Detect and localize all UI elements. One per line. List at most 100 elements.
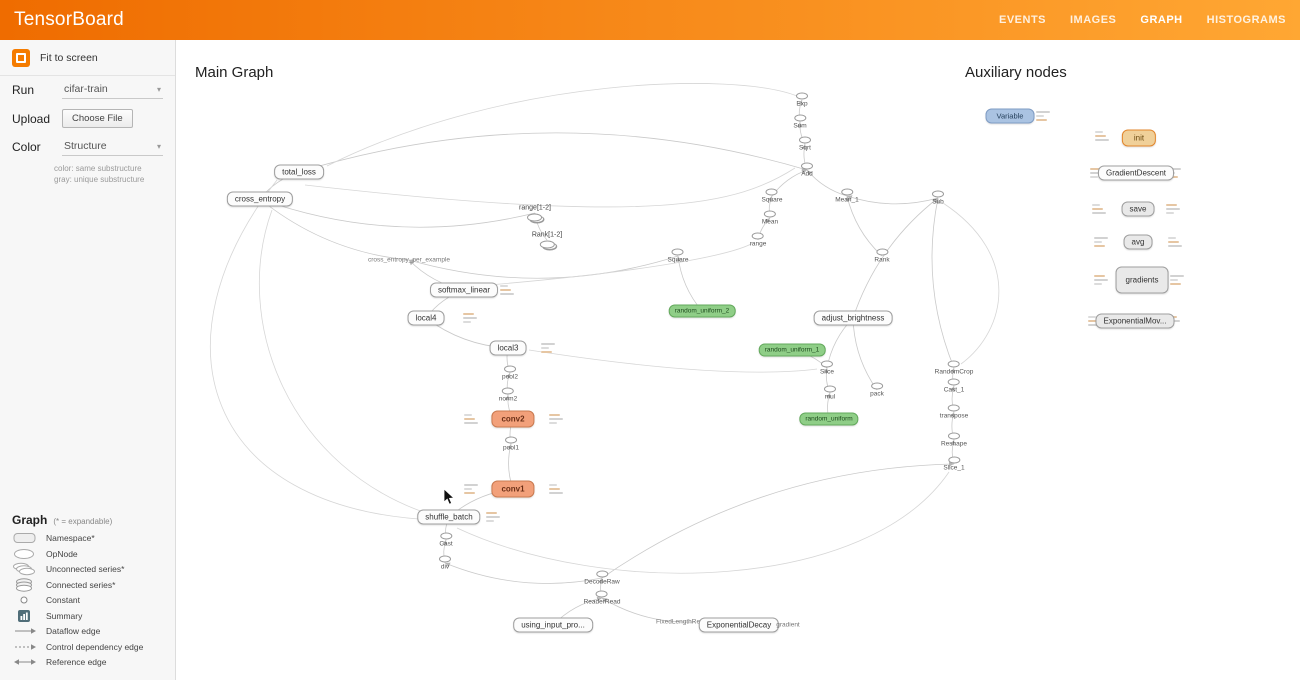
node-conv1[interactable]: conv1 — [491, 480, 535, 498]
node-sum[interactable]: Sum — [793, 114, 807, 130]
color-label: Color — [12, 140, 41, 154]
node-cast[interactable]: Cast — [439, 532, 453, 548]
nav-graph[interactable]: GRAPH — [1140, 14, 1183, 26]
annotation-cluster — [464, 484, 478, 494]
edge — [846, 195, 939, 205]
node-readerread[interactable]: ReaderRead — [584, 590, 620, 606]
node-graddesc[interactable]: GradientDescent — [1097, 165, 1175, 181]
edge — [259, 198, 410, 261]
node-shuffle_batch[interactable]: shuffle_batch — [417, 509, 481, 525]
node-norm2[interactable]: norm2 — [499, 387, 517, 403]
edge — [259, 198, 536, 228]
legend-label: Connected series* — [46, 579, 116, 590]
annotation-cluster — [1168, 237, 1182, 247]
annotation-cluster — [1036, 111, 1050, 121]
edge — [601, 461, 955, 579]
node-range[interactable]: range — [750, 232, 766, 248]
namespace-icon — [12, 532, 38, 544]
node-pool2[interactable]: pool2 — [502, 365, 518, 381]
node-local3[interactable]: local3 — [489, 340, 527, 356]
reference-edge-icon — [12, 656, 38, 668]
node-div[interactable]: div — [439, 555, 451, 571]
legend-subtitle: (* = expandable) — [53, 516, 113, 526]
node-init[interactable]: init — [1121, 129, 1157, 147]
edge — [528, 349, 818, 373]
node-expdecay[interactable]: ExponentialDecay — [698, 617, 780, 633]
upload-row: Upload Choose File — [0, 104, 175, 133]
node-mean[interactable]: Mean — [762, 210, 778, 226]
legend-label: Control dependency edge — [46, 641, 144, 652]
legend-label: Constant — [46, 595, 81, 606]
edge — [476, 242, 754, 287]
node-add[interactable]: Add — [801, 162, 813, 178]
edge — [408, 255, 679, 279]
annotation-cluster — [1095, 131, 1109, 141]
node-adjb[interactable]: adjust_brightness — [813, 310, 893, 326]
annotation-cluster — [1170, 275, 1184, 285]
node-total_loss[interactable]: total_loss — [274, 164, 324, 180]
node-softmax_linear[interactable]: softmax_linear — [429, 282, 499, 298]
annotation-cluster — [1094, 237, 1108, 247]
node-expmov[interactable]: ExponentialMov... — [1095, 313, 1175, 329]
legend-title: Graph — [12, 512, 48, 527]
node-pool1[interactable]: pool1 — [503, 436, 519, 452]
node-range12[interactable]: range[1-2] — [519, 205, 551, 222]
color-row: Color Structure ▾ — [0, 133, 175, 161]
legend-item-constant: Constant — [12, 593, 163, 609]
edge — [931, 197, 955, 369]
fit-to-screen-row: Fit to screen — [0, 40, 175, 76]
node-cast1[interactable]: Cast_1 — [944, 378, 964, 394]
node-reshape[interactable]: Reshape — [941, 432, 967, 448]
upload-label: Upload — [12, 111, 51, 126]
node-transpose[interactable]: transpose — [940, 404, 968, 420]
graph-nodes-layer: total_loss cross_entropy range[1-2] Rank[1-… — [177, 40, 1300, 680]
node-slice1[interactable]: Slice_1 — [943, 456, 965, 472]
node-sub[interactable]: Sub — [932, 190, 944, 206]
node-square1[interactable]: Square — [668, 248, 688, 264]
nav-images[interactable]: IMAGES — [1070, 14, 1117, 26]
node-square[interactable]: Square — [762, 188, 782, 204]
node-uip[interactable]: using_input_pro... — [513, 617, 593, 633]
annotation-cluster — [500, 285, 514, 295]
node-ru0[interactable]: random_uniform — [799, 412, 859, 426]
node-decoderaw[interactable]: DecodeRaw — [584, 570, 620, 586]
main-graph-title: Main Graph — [195, 64, 274, 81]
nav-events[interactable]: EVENTS — [998, 14, 1046, 26]
node-ru1[interactable]: random_uniform_1 — [758, 343, 826, 357]
node-variable[interactable]: Variable — [985, 108, 1035, 124]
node-rank[interactable]: Rank — [874, 248, 890, 264]
node-gradtext[interactable]: gradient — [776, 621, 800, 629]
node-slice[interactable]: Slice — [820, 360, 834, 376]
node-mean1[interactable]: Mean_1 — [835, 188, 859, 204]
node-conv2[interactable]: conv2 — [491, 410, 535, 428]
edge — [444, 562, 603, 584]
run-select[interactable]: cifar-train ▾ — [62, 81, 163, 99]
aux-nodes-title: Auxiliary nodes — [965, 64, 1067, 81]
node-exp[interactable]: Exp — [796, 92, 808, 108]
node-ru2[interactable]: random_uniform_2 — [668, 304, 736, 318]
node-rank12[interactable]: Rank[1-2] — [532, 232, 562, 249]
node-cross_entropy[interactable]: cross_entropy — [226, 191, 294, 207]
nav-histograms[interactable]: HISTOGRAMS — [1206, 14, 1286, 26]
color-select[interactable]: Structure ▾ — [62, 138, 163, 156]
node-cepe[interactable]: cross_entropy_per_example — [367, 256, 451, 264]
legend-item-series-connected: Connected series* — [12, 577, 163, 593]
node-gradients[interactable]: gradients — [1115, 266, 1169, 294]
node-mul[interactable]: mul — [824, 385, 836, 401]
fit-to-screen-button[interactable] — [12, 49, 30, 67]
annotation-cluster — [464, 414, 478, 424]
choose-file-button[interactable]: Choose File — [62, 109, 133, 128]
node-avg[interactable]: avg — [1123, 234, 1153, 250]
node-local4[interactable]: local4 — [407, 310, 445, 326]
node-flrr[interactable]: FixedLengthRecordReader — [655, 618, 735, 626]
fit-to-screen-label: Fit to screen — [40, 52, 98, 64]
node-save[interactable]: save — [1121, 201, 1155, 217]
node-randomcrop[interactable]: RandomCrop — [935, 360, 973, 376]
annotation-cluster — [486, 512, 500, 522]
node-pack[interactable]: pack — [870, 382, 884, 398]
node-sqrt[interactable]: Sqrt — [799, 136, 811, 152]
legend-label: OpNode — [46, 548, 78, 559]
edge — [304, 167, 796, 208]
